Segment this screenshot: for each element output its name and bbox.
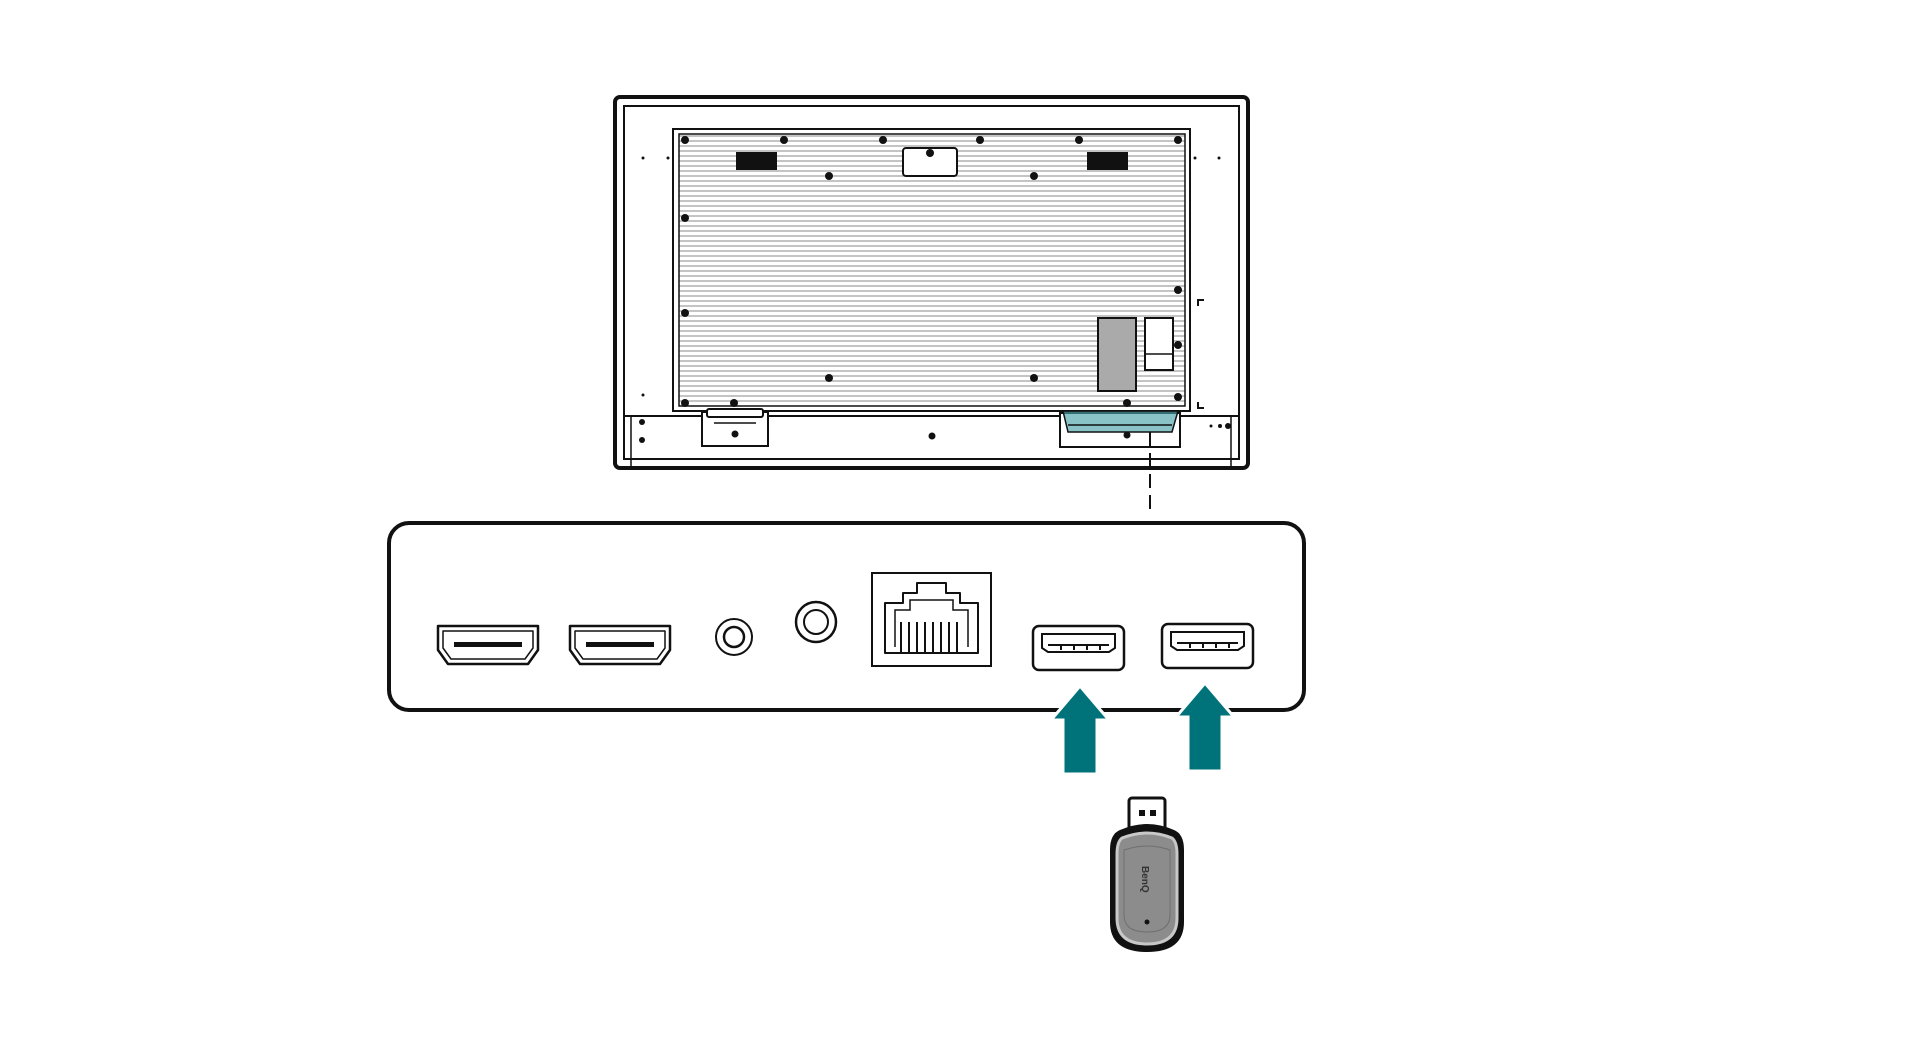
mounting-hole-icon xyxy=(730,399,738,407)
audio-jack-icon xyxy=(794,600,838,644)
insert-arrow-icon xyxy=(1172,680,1238,773)
module-slot-cover xyxy=(1144,317,1174,371)
usb-dongle-icon: BenQ xyxy=(1110,796,1184,952)
mounting-hole-icon xyxy=(1030,374,1038,382)
mounting-hole-icon xyxy=(928,432,936,440)
mounting-hole-icon xyxy=(681,309,689,317)
hdmi-port-icon xyxy=(568,624,672,666)
mounting-hole-icon xyxy=(639,437,645,443)
display-inner-frame xyxy=(623,105,1240,460)
mounting-hole-icon xyxy=(1174,341,1182,349)
io-bracket-highlight xyxy=(1059,410,1181,448)
mounting-hole-icon xyxy=(1174,393,1182,401)
mounting-hole-icon xyxy=(825,374,833,382)
mounting-hole-icon xyxy=(681,399,689,407)
left-bottom-bracket xyxy=(701,408,769,447)
mounting-hole-icon xyxy=(780,136,788,144)
corner-mark xyxy=(1197,402,1204,409)
mounting-hole-icon xyxy=(681,136,689,144)
display-rear-view xyxy=(613,95,1250,470)
hdmi-port-icon xyxy=(436,624,540,666)
insert-arrows xyxy=(1047,680,1238,776)
mounting-hole-icon xyxy=(681,214,689,222)
mounting-hole-icon xyxy=(1218,424,1222,428)
dongle-brand-label: BenQ xyxy=(1139,866,1150,893)
mounting-hole-icon xyxy=(1174,286,1182,294)
audio-jack-icon xyxy=(715,618,753,656)
mounting-hole-icon xyxy=(879,136,887,144)
io-panel-frame xyxy=(387,521,1306,712)
mounting-holes xyxy=(639,136,1231,443)
right-handle-cutout xyxy=(1087,152,1128,170)
mounting-hole-icon xyxy=(1075,136,1083,144)
dongle-led xyxy=(1144,919,1150,925)
insert-arrow-icon xyxy=(1047,683,1113,776)
usb-port-icon xyxy=(1160,622,1255,670)
left-handle-cutout xyxy=(736,152,777,170)
mounting-hole-icon xyxy=(1225,423,1231,429)
usb-port-icon xyxy=(1031,624,1126,672)
corner-mark xyxy=(1197,299,1204,306)
mounting-hole-icon xyxy=(976,136,984,144)
mounting-hole-icon xyxy=(639,419,645,425)
mounting-hole-icon xyxy=(1030,172,1038,180)
vesa-mount-icon xyxy=(902,147,958,177)
module-slot-icon xyxy=(1097,317,1137,392)
ethernet-port-icon xyxy=(871,572,992,667)
mounting-hole-icon xyxy=(926,149,934,157)
mounting-hole-icon xyxy=(1123,399,1131,407)
mounting-hole-icon xyxy=(1174,136,1182,144)
mounting-hole-icon xyxy=(825,172,833,180)
io-panel xyxy=(387,521,1306,712)
